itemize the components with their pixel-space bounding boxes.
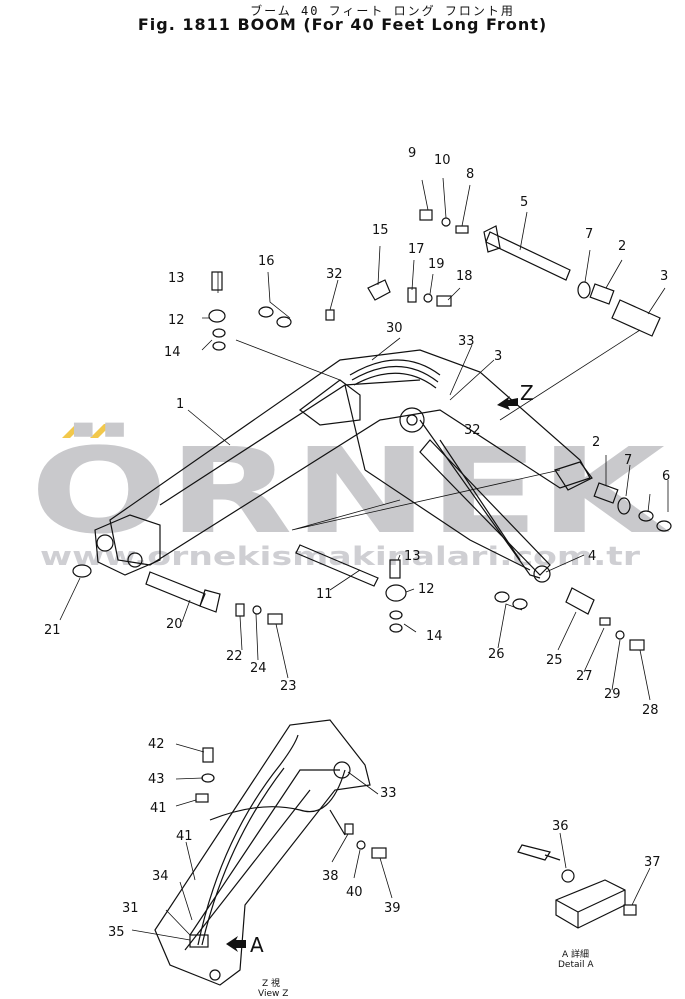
pin-part-25 — [565, 587, 595, 615]
callout-34: 34 — [152, 869, 169, 884]
callout-11: 11 — [316, 587, 333, 602]
caption-view-z-jp: Z 視 — [262, 977, 280, 989]
pipe-part-3 — [611, 299, 661, 337]
callout-41b: 41 — [176, 829, 193, 844]
callout-12b: 12 — [418, 582, 435, 597]
callout-30: 30 — [386, 321, 403, 336]
figure-title: Fig. 1811 BOOM (For 40 Feet Long Front) — [137, 15, 548, 34]
callout-14b: 14 — [426, 629, 443, 644]
title-japanese: ブーム 40 フィート ロング フロント用 — [250, 4, 515, 18]
pin-part-11 — [295, 544, 379, 587]
pin-part-20 — [145, 571, 206, 607]
detail-a-arrow — [226, 936, 246, 952]
callout-labels: 1 9 10 8 5 7 2 3 15 17 19 18 16 32 13 12… — [44, 146, 670, 718]
callout-14a: 14 — [164, 345, 181, 360]
callout-16: 16 — [258, 254, 275, 269]
callout-19: 19 — [428, 257, 445, 272]
pin-part-5 — [485, 231, 571, 281]
callout-7a: 7 — [585, 227, 593, 242]
callout-32a: 32 — [326, 267, 343, 282]
callout-35: 35 — [108, 925, 125, 940]
watermark: ÖRNEK www.ornekismakinalari.com.tr — [30, 422, 671, 572]
callout-17: 17 — [408, 242, 425, 257]
detail-a-part-36 — [561, 869, 575, 883]
caption-detail-a: Detail A — [558, 960, 594, 970]
callout-9: 9 — [408, 146, 416, 161]
cylinder-bracket — [299, 379, 361, 426]
view-z-detail: 42 43 41 41 34 31 35 33 38 40 39 A Z 視 V… — [108, 719, 401, 999]
callout-2b: 2 — [592, 435, 600, 450]
callout-3b: 3 — [494, 349, 502, 364]
pin-and-fastener-parts — [72, 209, 672, 651]
callout-31: 31 — [122, 901, 139, 916]
bolt-part-9 — [419, 209, 433, 221]
callout-33a: 33 — [458, 334, 475, 349]
caption-detail-a-jp: A 詳細 — [562, 948, 589, 960]
watermark-url: www.ornekismakinalari.com.tr — [40, 542, 640, 572]
callout-6: 6 — [662, 469, 670, 484]
callout-29: 29 — [604, 687, 621, 702]
callout-5: 5 — [520, 195, 528, 210]
callout-23: 23 — [280, 679, 297, 694]
boom-foot-pin-boss — [96, 534, 114, 552]
view-z-arrow — [497, 396, 518, 410]
callout-41a: 41 — [150, 801, 167, 816]
callout-15: 15 — [372, 223, 389, 238]
callout-1: 1 — [176, 397, 184, 412]
callout-4: 4 — [588, 549, 596, 564]
callout-28: 28 — [642, 703, 659, 718]
bushing-part-2 — [589, 283, 615, 305]
callout-33b: 33 — [380, 786, 397, 801]
detail-a-marker: A — [250, 933, 264, 957]
callout-18: 18 — [456, 269, 473, 284]
callout-24: 24 — [250, 661, 267, 676]
callout-32b: 32 — [464, 423, 481, 438]
callout-3a: 3 — [660, 269, 668, 284]
view-z-bolt-42 — [202, 747, 214, 763]
boom-head-boss — [399, 407, 425, 433]
leader-lines — [59, 177, 669, 701]
detail-a: 36 37 A 詳細 Detail A — [517, 819, 661, 970]
callout-12a: 12 — [168, 313, 185, 328]
callout-36: 36 — [552, 819, 569, 834]
caption-view-z: View Z — [258, 989, 288, 999]
hose-bundle — [349, 359, 441, 389]
callout-13a: 13 — [168, 271, 185, 286]
callout-25: 25 — [546, 653, 563, 668]
callout-37: 37 — [644, 855, 661, 870]
boom-foot — [94, 514, 161, 576]
callout-2a: 2 — [618, 239, 626, 254]
boom-body — [109, 349, 591, 566]
callout-7b: 7 — [624, 453, 632, 468]
callout-40: 40 — [346, 885, 363, 900]
watermark-accent-mark — [62, 424, 112, 438]
callout-27: 27 — [576, 669, 593, 684]
callout-21: 21 — [44, 623, 61, 638]
boom-assembly — [94, 349, 593, 579]
view-z-boom-outline — [154, 719, 371, 986]
callout-22: 22 — [226, 649, 243, 664]
callout-42: 42 — [148, 737, 165, 752]
callout-38: 38 — [322, 869, 339, 884]
callout-8: 8 — [466, 167, 474, 182]
callout-43: 43 — [148, 772, 165, 787]
callout-26: 26 — [488, 647, 505, 662]
detail-a-block — [555, 879, 626, 929]
watermark-brand: ÖRNEK — [30, 422, 671, 560]
callout-39: 39 — [384, 901, 401, 916]
view-z-marker: Z — [520, 381, 534, 405]
callout-20: 20 — [166, 617, 183, 632]
callout-10: 10 — [434, 153, 451, 168]
callout-13b: 13 — [404, 549, 421, 564]
